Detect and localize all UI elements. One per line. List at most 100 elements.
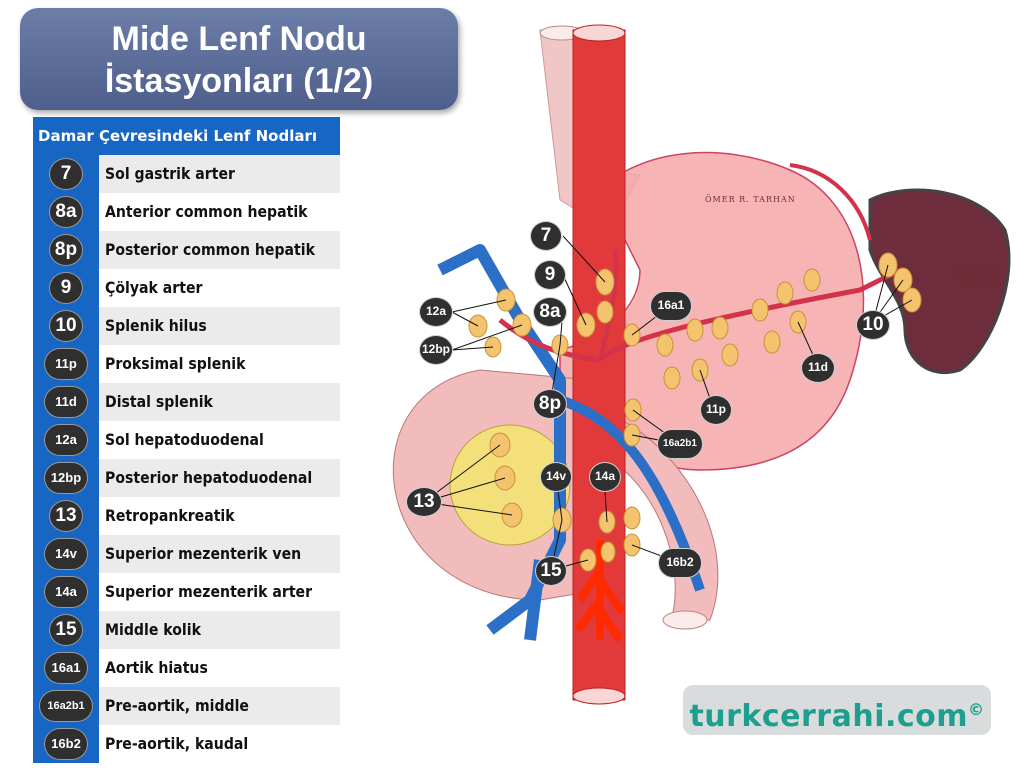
legend-row: 9 Çölyak arter xyxy=(33,269,340,307)
station-badge: 7 xyxy=(50,159,82,189)
legend-label: Splenik hilus xyxy=(105,316,207,335)
artist-signature-2: ÖMER R. TARHAN xyxy=(957,268,1002,286)
legend-code-cell: 13 xyxy=(33,497,99,535)
station-badge: 15 xyxy=(50,615,82,645)
diagram-station-badge: 13 xyxy=(406,487,442,517)
title-line-2: İstasyonları (1/2) xyxy=(104,62,374,100)
legend-label: Pre-aortik, middle xyxy=(105,696,249,715)
legend-label: Posterior common hepatik xyxy=(105,240,315,259)
diagram-station-badge: 12bp xyxy=(419,335,453,365)
legend-row: 11d Distal splenik xyxy=(33,383,340,421)
legend-label: Çölyak arter xyxy=(105,278,203,297)
diagram-station-badge: 15 xyxy=(535,556,567,586)
aorta-bottom-opening xyxy=(572,687,626,705)
legend-rows: 7 Sol gastrik arter 8a Anterior common hepa… xyxy=(33,155,340,763)
diagram-station-badge: 16b2 xyxy=(658,548,702,578)
legend-code-cell: 16b2 xyxy=(33,725,99,763)
aorta-top-opening xyxy=(572,24,626,42)
legend-code-cell: 14v xyxy=(33,535,99,573)
legend-code-cell: 15 xyxy=(33,611,99,649)
legend-row: 14v Superior mezenterik ven xyxy=(33,535,340,573)
legend-code-cell: 8p xyxy=(33,231,99,269)
legend-code-cell: 10 xyxy=(33,307,99,345)
legend-label: Superior mezenterik ven xyxy=(105,544,302,563)
legend-code-cell: 12a xyxy=(33,421,99,459)
diagram-station-badge: 9 xyxy=(534,260,566,290)
station-badge: 11d xyxy=(45,387,87,417)
station-badge: 11p xyxy=(45,349,87,379)
legend-label: Proksimal splenik xyxy=(105,354,246,373)
title-line-1: Mide Lenf Nodu xyxy=(111,20,367,58)
legend-label: Posterior hepatoduodenal xyxy=(105,468,313,487)
diagram-station-badge: 7 xyxy=(530,221,562,251)
artist-signature-1: ÖMER R. TARHAN xyxy=(705,195,796,204)
legend-label: Aortik hiatus xyxy=(105,658,208,677)
common-hepatic-artery xyxy=(498,318,601,363)
left-gastric-artery xyxy=(598,249,619,361)
station-badge: 12a xyxy=(45,425,87,455)
station-badge: 16a1 xyxy=(45,653,87,683)
station-badge: 16a2b1 xyxy=(40,691,92,721)
station-badge: 14a xyxy=(45,577,87,607)
diagram-station-badge: 10 xyxy=(856,310,890,340)
diagram-station-badge: 11p xyxy=(700,395,732,425)
legend-row: 7 Sol gastrik arter xyxy=(33,155,340,193)
copyright-symbol: © xyxy=(968,700,985,719)
station-badge: 8a xyxy=(50,197,82,227)
station-badge: 12bp xyxy=(45,463,87,493)
splenic-artery xyxy=(598,267,902,362)
legend-code-cell: 16a1 xyxy=(33,649,99,687)
watermark-text: turkcerrahi.com© xyxy=(683,685,991,742)
station-badge: 8p xyxy=(50,235,82,265)
diagram-station-badge: 11d xyxy=(801,353,835,383)
diagram-station-badge: 16a1 xyxy=(650,291,692,321)
legend-code-cell: 12bp xyxy=(33,459,99,497)
legend-label: Superior mezenterik arter xyxy=(105,582,313,601)
diagram-station-badge: 14v xyxy=(540,462,572,492)
superior-mesenteric-artery xyxy=(574,540,626,643)
legend-row: 14a Superior mezenterik arter xyxy=(33,573,340,611)
legend-header: Damar Çevresindeki Lenf Nodları xyxy=(33,117,340,155)
legend-label: Retropankreatik xyxy=(105,506,235,525)
legend-code-cell: 7 xyxy=(33,155,99,193)
legend-row: 10 Splenik hilus xyxy=(33,307,340,345)
station-badge: 9 xyxy=(50,273,82,303)
legend-code-cell: 9 xyxy=(33,269,99,307)
legend-label: Sol gastrik arter xyxy=(105,164,235,183)
lymph-nodes xyxy=(468,252,922,572)
station-badge: 14v xyxy=(45,539,87,569)
legend-label: Anterior common hepatik xyxy=(105,202,308,221)
legend-label: Distal splenik xyxy=(105,392,213,411)
legend-row: 16a1 Aortik hiatus xyxy=(33,649,340,687)
watermark: turkcerrahi.com© xyxy=(683,685,991,735)
legend-row: 15 Middle kolik xyxy=(33,611,340,649)
legend-label: Pre-aortik, kaudal xyxy=(105,734,249,753)
station-badge: 16b2 xyxy=(45,729,87,759)
page-title: Mide Lenf Nodu İstasyonları (1/2) xyxy=(20,8,458,110)
legend-label: Middle kolik xyxy=(105,620,201,639)
station-badge: 10 xyxy=(50,311,82,341)
legend-row: 13 Retropankreatik xyxy=(33,497,340,535)
diagram-station-badge: 14a xyxy=(589,462,621,492)
station-badge: 13 xyxy=(50,501,82,531)
legend-code-cell: 16a2b1 xyxy=(33,687,99,725)
legend-label: Sol hepatoduodenal xyxy=(105,430,264,449)
legend-row: 8a Anterior common hepatik xyxy=(33,193,340,231)
legend-code-cell: 14a xyxy=(33,573,99,611)
diagram-station-badge: 16a2b1 xyxy=(657,429,703,459)
stomach-lymph-node-diagram: ÖMER R. TARHAN ÖMER R. TARHAN 7 9 8a 12a 12b… xyxy=(380,0,1024,768)
short-gastric-artery xyxy=(789,163,872,241)
diagram-station-badge: 12a xyxy=(419,297,453,327)
diagram-station-badge: 8p xyxy=(533,389,567,419)
legend-row: 11p Proksimal splenik xyxy=(33,345,340,383)
jejunum-opening xyxy=(662,610,708,630)
diagram-station-badge: 8a xyxy=(533,297,567,327)
legend-row: 12bp Posterior hepatoduodenal xyxy=(33,459,340,497)
pointer-lines xyxy=(423,235,913,571)
legend-code-cell: 11p xyxy=(33,345,99,383)
lymph-node-legend-table: Damar Çevresindeki Lenf Nodları 7 Sol gas… xyxy=(33,117,340,763)
legend-row: 8p Posterior common hepatik xyxy=(33,231,340,269)
legend-row: 12a Sol hepatoduodenal xyxy=(33,421,340,459)
watermark-domain: turkcerrahi.com xyxy=(689,699,969,734)
legend-code-cell: 11d xyxy=(33,383,99,421)
